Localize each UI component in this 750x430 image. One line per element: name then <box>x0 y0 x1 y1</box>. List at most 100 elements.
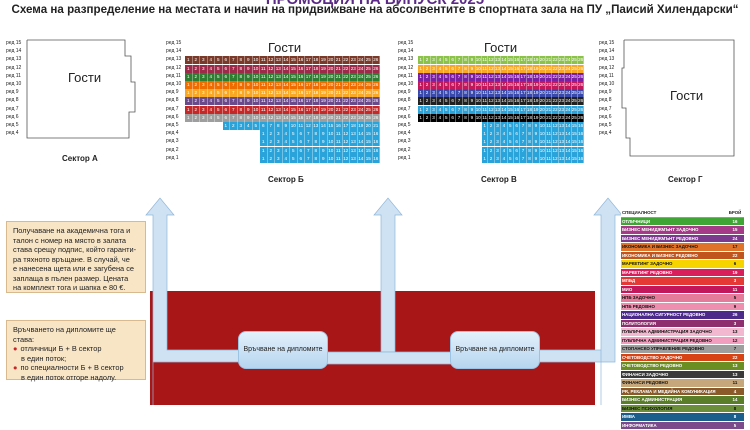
seat: 5 <box>443 89 450 98</box>
seat: 22 <box>552 113 559 122</box>
seat: 17 <box>520 72 527 81</box>
seat: 14 <box>565 130 572 139</box>
seat: 6 <box>222 81 230 89</box>
seat: 4 <box>207 105 215 114</box>
seat: 14 <box>501 89 508 98</box>
seat: 13 <box>312 122 320 130</box>
seat: 5 <box>443 81 450 89</box>
guests-label-a: Гости <box>68 70 102 85</box>
seat: 12 <box>488 81 495 89</box>
seat: 1 <box>185 56 193 65</box>
legend-specialty: МПБД <box>621 276 726 286</box>
seat: 21 <box>546 105 553 114</box>
seat: 11 <box>546 154 553 163</box>
row-label: ред 7 <box>599 105 612 112</box>
row-label: ред 8 <box>398 97 411 104</box>
seat: 7 <box>230 113 238 122</box>
legend-specialty: БИЗНЕС АДМИНИСТРАЦИЯ <box>621 395 726 405</box>
seat: 3 <box>275 146 283 155</box>
row-label: ред 9 <box>599 89 612 96</box>
seat: 2 <box>424 89 431 98</box>
seat: 14 <box>501 113 508 122</box>
info-line: ра тяхното връщане. В случай, че <box>13 254 130 264</box>
seat: 20 <box>539 72 546 81</box>
seat: 14 <box>501 81 508 89</box>
seat: 10 <box>252 89 260 98</box>
seat: 10 <box>252 105 260 114</box>
row-label: ред 5 <box>599 122 612 128</box>
seat: 20 <box>539 89 546 98</box>
seat: 25 <box>571 105 578 114</box>
seat: 16 <box>578 154 585 163</box>
legend-count: 14 <box>726 395 744 405</box>
seat: 8 <box>312 138 320 147</box>
seat: 17 <box>305 89 313 98</box>
seat: 5 <box>215 56 223 65</box>
legend-specialty: ИКОНОМИКА И БИЗНЕС ЗАДОЧНО <box>621 242 726 252</box>
seat: 22 <box>552 97 559 106</box>
row-label: ред 15 <box>6 40 22 46</box>
seat: 1 <box>418 113 425 122</box>
row-label: ред 14 <box>6 48 22 55</box>
legend-specialty: ПУБЛИЧНА АДМИНИСТРАЦИЯ РЕДОВНО <box>621 336 726 345</box>
seat: 13 <box>494 64 502 73</box>
seat: 15 <box>290 89 298 98</box>
row-label: ред 15 <box>599 40 615 46</box>
seat: 12 <box>552 130 559 139</box>
seat: 9 <box>320 146 328 155</box>
seat: 7 <box>520 122 527 130</box>
seat: 15 <box>290 113 298 122</box>
seat: 4 <box>437 64 444 73</box>
seat: 3 <box>200 64 208 73</box>
seat: 10 <box>327 138 335 147</box>
legend-count: 24 <box>726 234 744 243</box>
legend-specialty: СЧЕТОВОДСТВО ЗАДОЧНО <box>621 353 726 362</box>
seat: 3 <box>494 138 502 147</box>
seat: 16 <box>514 113 521 122</box>
legend-header: СПЕЦИАЛНОСТ БРОЙ <box>621 209 744 218</box>
seat: 20 <box>539 105 546 114</box>
seat: 23 <box>558 56 566 65</box>
seat: 2 <box>192 89 200 98</box>
seat: 5 <box>507 130 514 139</box>
seat: 22 <box>552 81 559 89</box>
seat: 24 <box>565 64 572 73</box>
row-label: ред 6 <box>599 113 612 120</box>
seat: 23 <box>350 64 358 73</box>
seat: 9 <box>533 138 540 147</box>
seat: 9 <box>469 113 476 122</box>
seat: 6 <box>450 113 457 122</box>
seat: 15 <box>365 146 373 155</box>
seat: 15 <box>365 154 373 163</box>
row-label: ред 10 <box>398 81 414 87</box>
seat: 10 <box>539 146 546 155</box>
seat: 4 <box>207 56 215 65</box>
seat: 2 <box>488 146 495 155</box>
seat: 24 <box>357 72 365 81</box>
seat: 19 <box>533 72 540 81</box>
legend-count: 11 <box>726 378 744 388</box>
legend-specialty: МАРКЕТИНГ ЗАДОЧНО <box>621 259 726 269</box>
seat: 3 <box>237 122 245 130</box>
seat: 24 <box>565 72 572 81</box>
seat: 11 <box>260 113 268 122</box>
seat: 1 <box>482 122 489 130</box>
row-label: ред 12 <box>398 64 414 71</box>
row-label: ред 14 <box>599 48 615 55</box>
seat: 3 <box>200 89 208 98</box>
seat: 25 <box>365 56 373 65</box>
page-subtitle: Схема на разпределение на местата и начи… <box>11 3 739 16</box>
seat: 4 <box>207 64 215 73</box>
seat: 13 <box>350 154 358 163</box>
seat: 12 <box>305 122 313 130</box>
seat: 17 <box>520 97 527 106</box>
seat: 16 <box>514 105 521 114</box>
seat: 14 <box>501 56 508 65</box>
seat: 4 <box>207 97 215 106</box>
legend-count: 9 <box>726 302 744 311</box>
seat: 1 <box>222 122 230 130</box>
seat: 17 <box>520 105 527 114</box>
seat: 2 <box>192 97 200 106</box>
